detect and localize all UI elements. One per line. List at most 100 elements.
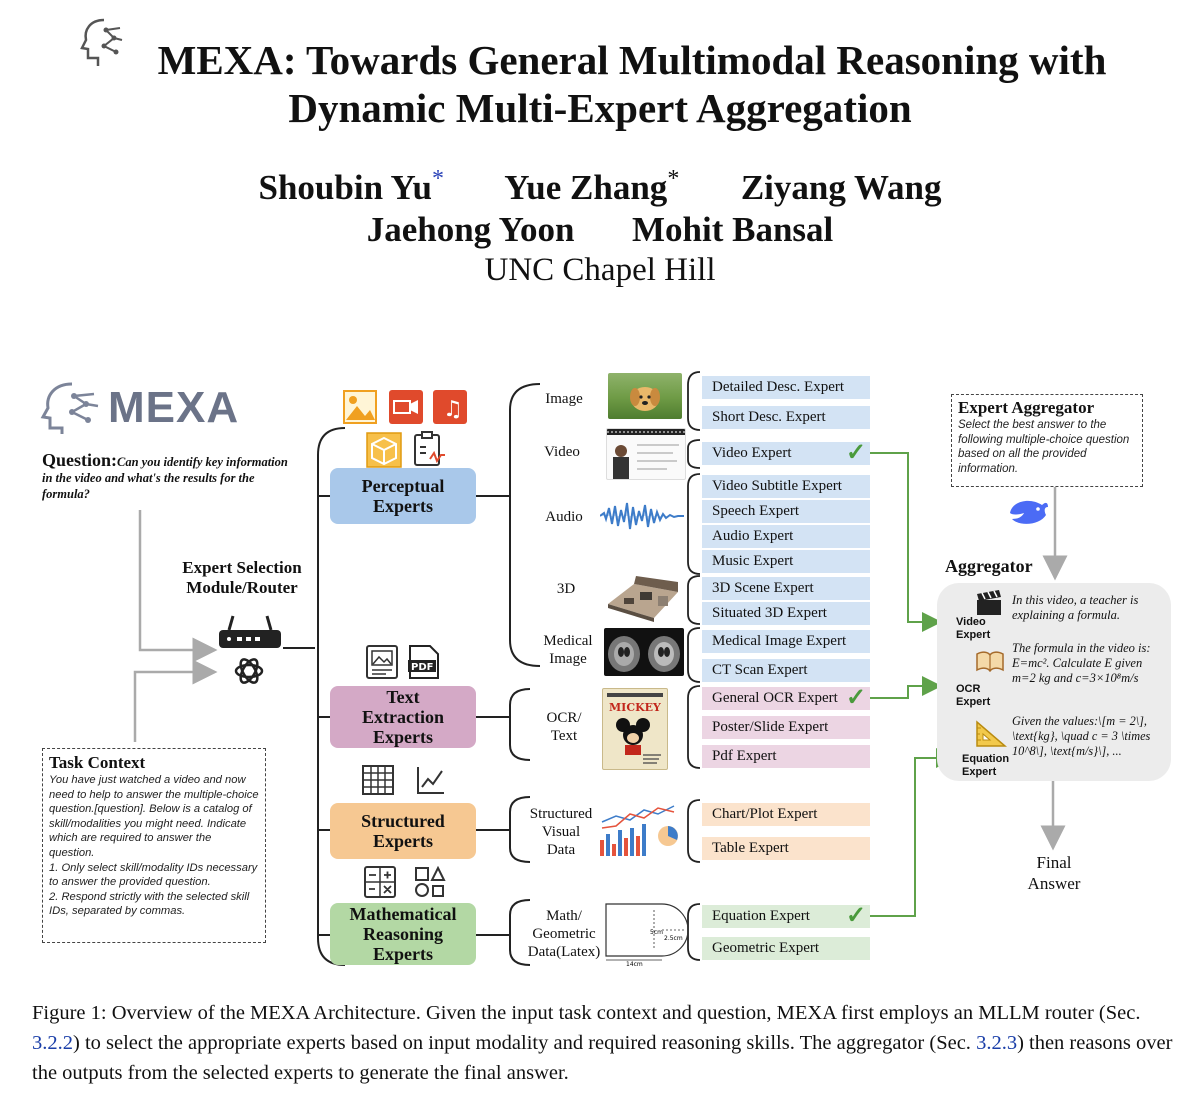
author-name: Yue Zhang [504, 168, 668, 207]
question-block: Question:Can you identify key informatio… [42, 450, 297, 502]
mexa-brain-icon [40, 380, 102, 436]
geo-dim-h: 5cm [650, 929, 663, 936]
svg-text:MICKEY: MICKEY [609, 701, 661, 714]
expert-geometric: Geometric Expert [702, 937, 870, 960]
expert-speech: Speech Expert [702, 500, 870, 523]
modality-line: Structured [529, 806, 593, 822]
openai-icon [232, 654, 266, 688]
category-label-line: Perceptual [361, 476, 445, 496]
author-name: Ziyang Wang [740, 168, 942, 207]
router-label-line: Expert Selection [182, 558, 302, 577]
expert-video: Video Expert [702, 442, 870, 465]
brain-scan-thumbnail [604, 628, 684, 676]
modality-line: Data [546, 842, 576, 858]
expert-situated-3d: Situated 3D Expert [702, 602, 870, 625]
aggregator-box-text: Select the best answer to the following … [958, 419, 1130, 475]
router-label: Expert Selection Module/Router [162, 558, 322, 598]
agg-output-equation: Given the values:\[m = 2\], \text{kg}, \… [1012, 714, 1151, 758]
category-label-line: Experts [372, 727, 433, 747]
cube-3d-icon [366, 432, 402, 473]
agg-tag-line: Video [956, 616, 986, 628]
geo-dim-r: 2.5cm [664, 935, 683, 942]
author-name: Jaehong Yoon [366, 210, 575, 249]
clapperboard-icon [975, 590, 1003, 621]
shapes-icon [414, 865, 446, 903]
mexa-logo-text: MEXA [108, 383, 240, 432]
aggregator-panel [937, 583, 1171, 781]
task-context-box: Task Context You have just watched a vid… [42, 748, 266, 943]
question-label: Question: [42, 450, 118, 470]
expert-3d-scene: 3D Scene Expert [702, 577, 870, 600]
ruler-triangle-icon [975, 720, 1008, 753]
agg-tag-line: Equation [962, 753, 1010, 765]
expert-detailed-desc: Detailed Desc. Expert [702, 376, 870, 399]
final-answer-line: Final [1036, 853, 1072, 872]
category-label-line: Structured [361, 811, 445, 831]
author-star: * [667, 166, 680, 192]
caption-text: ) then reasons over the outputs from the… [32, 1032, 1173, 1084]
expert-video-subtitle: Video Subtitle Expert [702, 475, 870, 498]
task-context-text: You have just watched a video and now ne… [49, 774, 259, 918]
image-doc-icon [366, 645, 398, 684]
expert-table: Table Expert [702, 837, 870, 860]
mickey-poster-thumbnail: MICKEY [602, 688, 668, 770]
expert-ct-scan: CT Scan Expert [702, 659, 870, 682]
book-icon [975, 650, 1005, 677]
expert-aggregator-box: Expert Aggregator Select the best answer… [951, 394, 1143, 487]
modality-line: Medical [543, 633, 593, 649]
expert-short-desc: Short Desc. Expert [702, 406, 870, 429]
agg-tag-line: Expert [956, 696, 991, 708]
deepseek-whale-icon [1008, 497, 1050, 532]
caption-text: ) to select the appropriate experts base… [73, 1032, 977, 1054]
table-grid-icon [362, 765, 394, 800]
check-icon: ✓ [846, 440, 867, 466]
modality-line: Visual [541, 824, 581, 840]
modality-video: Video [544, 444, 580, 460]
expert-chart-plot: Chart/Plot Expert [702, 803, 870, 826]
pdf-file-icon: PDF [408, 644, 440, 685]
video-lecture-thumbnail [606, 428, 686, 480]
expert-pdf: Pdf Expert [702, 745, 870, 768]
modality-ocr: OCR/Text [536, 709, 592, 745]
category-label-line: Reasoning [362, 924, 443, 944]
author-name: Shoubin Yu [258, 168, 433, 207]
audio-waveform-thumbnail [599, 498, 684, 534]
3d-scene-thumbnail [604, 574, 682, 622]
caption-section-link[interactable]: 3.2.3 [976, 1032, 1018, 1054]
modality-line: Data(Latex) [527, 944, 601, 960]
caption-text: Figure 1: Overview of the MEXA Architect… [32, 1002, 1141, 1024]
caption-section-link[interactable]: 3.2.2 [32, 1032, 73, 1054]
category-label-line: Mathematical [349, 904, 457, 924]
modality-line: Image [549, 651, 587, 667]
video-file-icon [388, 389, 424, 430]
line-chart-icon [416, 765, 446, 800]
agg-tag-line: OCR [956, 683, 981, 695]
dog-photo-thumbnail [608, 373, 682, 419]
pdf-icon-label: PDF [411, 662, 433, 673]
bar-chart-thumbnail [596, 800, 684, 858]
expert-poster-slide: Poster/Slide Expert [702, 716, 870, 739]
agg-output-ocr: The formula in the video is: E=mc². Calc… [1012, 641, 1151, 685]
paper-title-line2: Dynamic Multi-Expert Aggregation [288, 85, 912, 131]
agg-tag-line: Expert [956, 629, 991, 641]
router-icon [215, 612, 285, 652]
task-context-title: Task Context [49, 753, 146, 772]
question-text: Can you identify key information in the … [42, 455, 288, 501]
category-label-line: Experts [372, 831, 433, 851]
paper-logo-icon [80, 16, 126, 68]
image-icon [343, 390, 377, 429]
expert-audio: Audio Expert [702, 525, 870, 548]
audio-file-icon: ♫ [432, 389, 468, 430]
category-label-line: Text [386, 687, 420, 707]
category-label-line: Experts [373, 944, 433, 964]
